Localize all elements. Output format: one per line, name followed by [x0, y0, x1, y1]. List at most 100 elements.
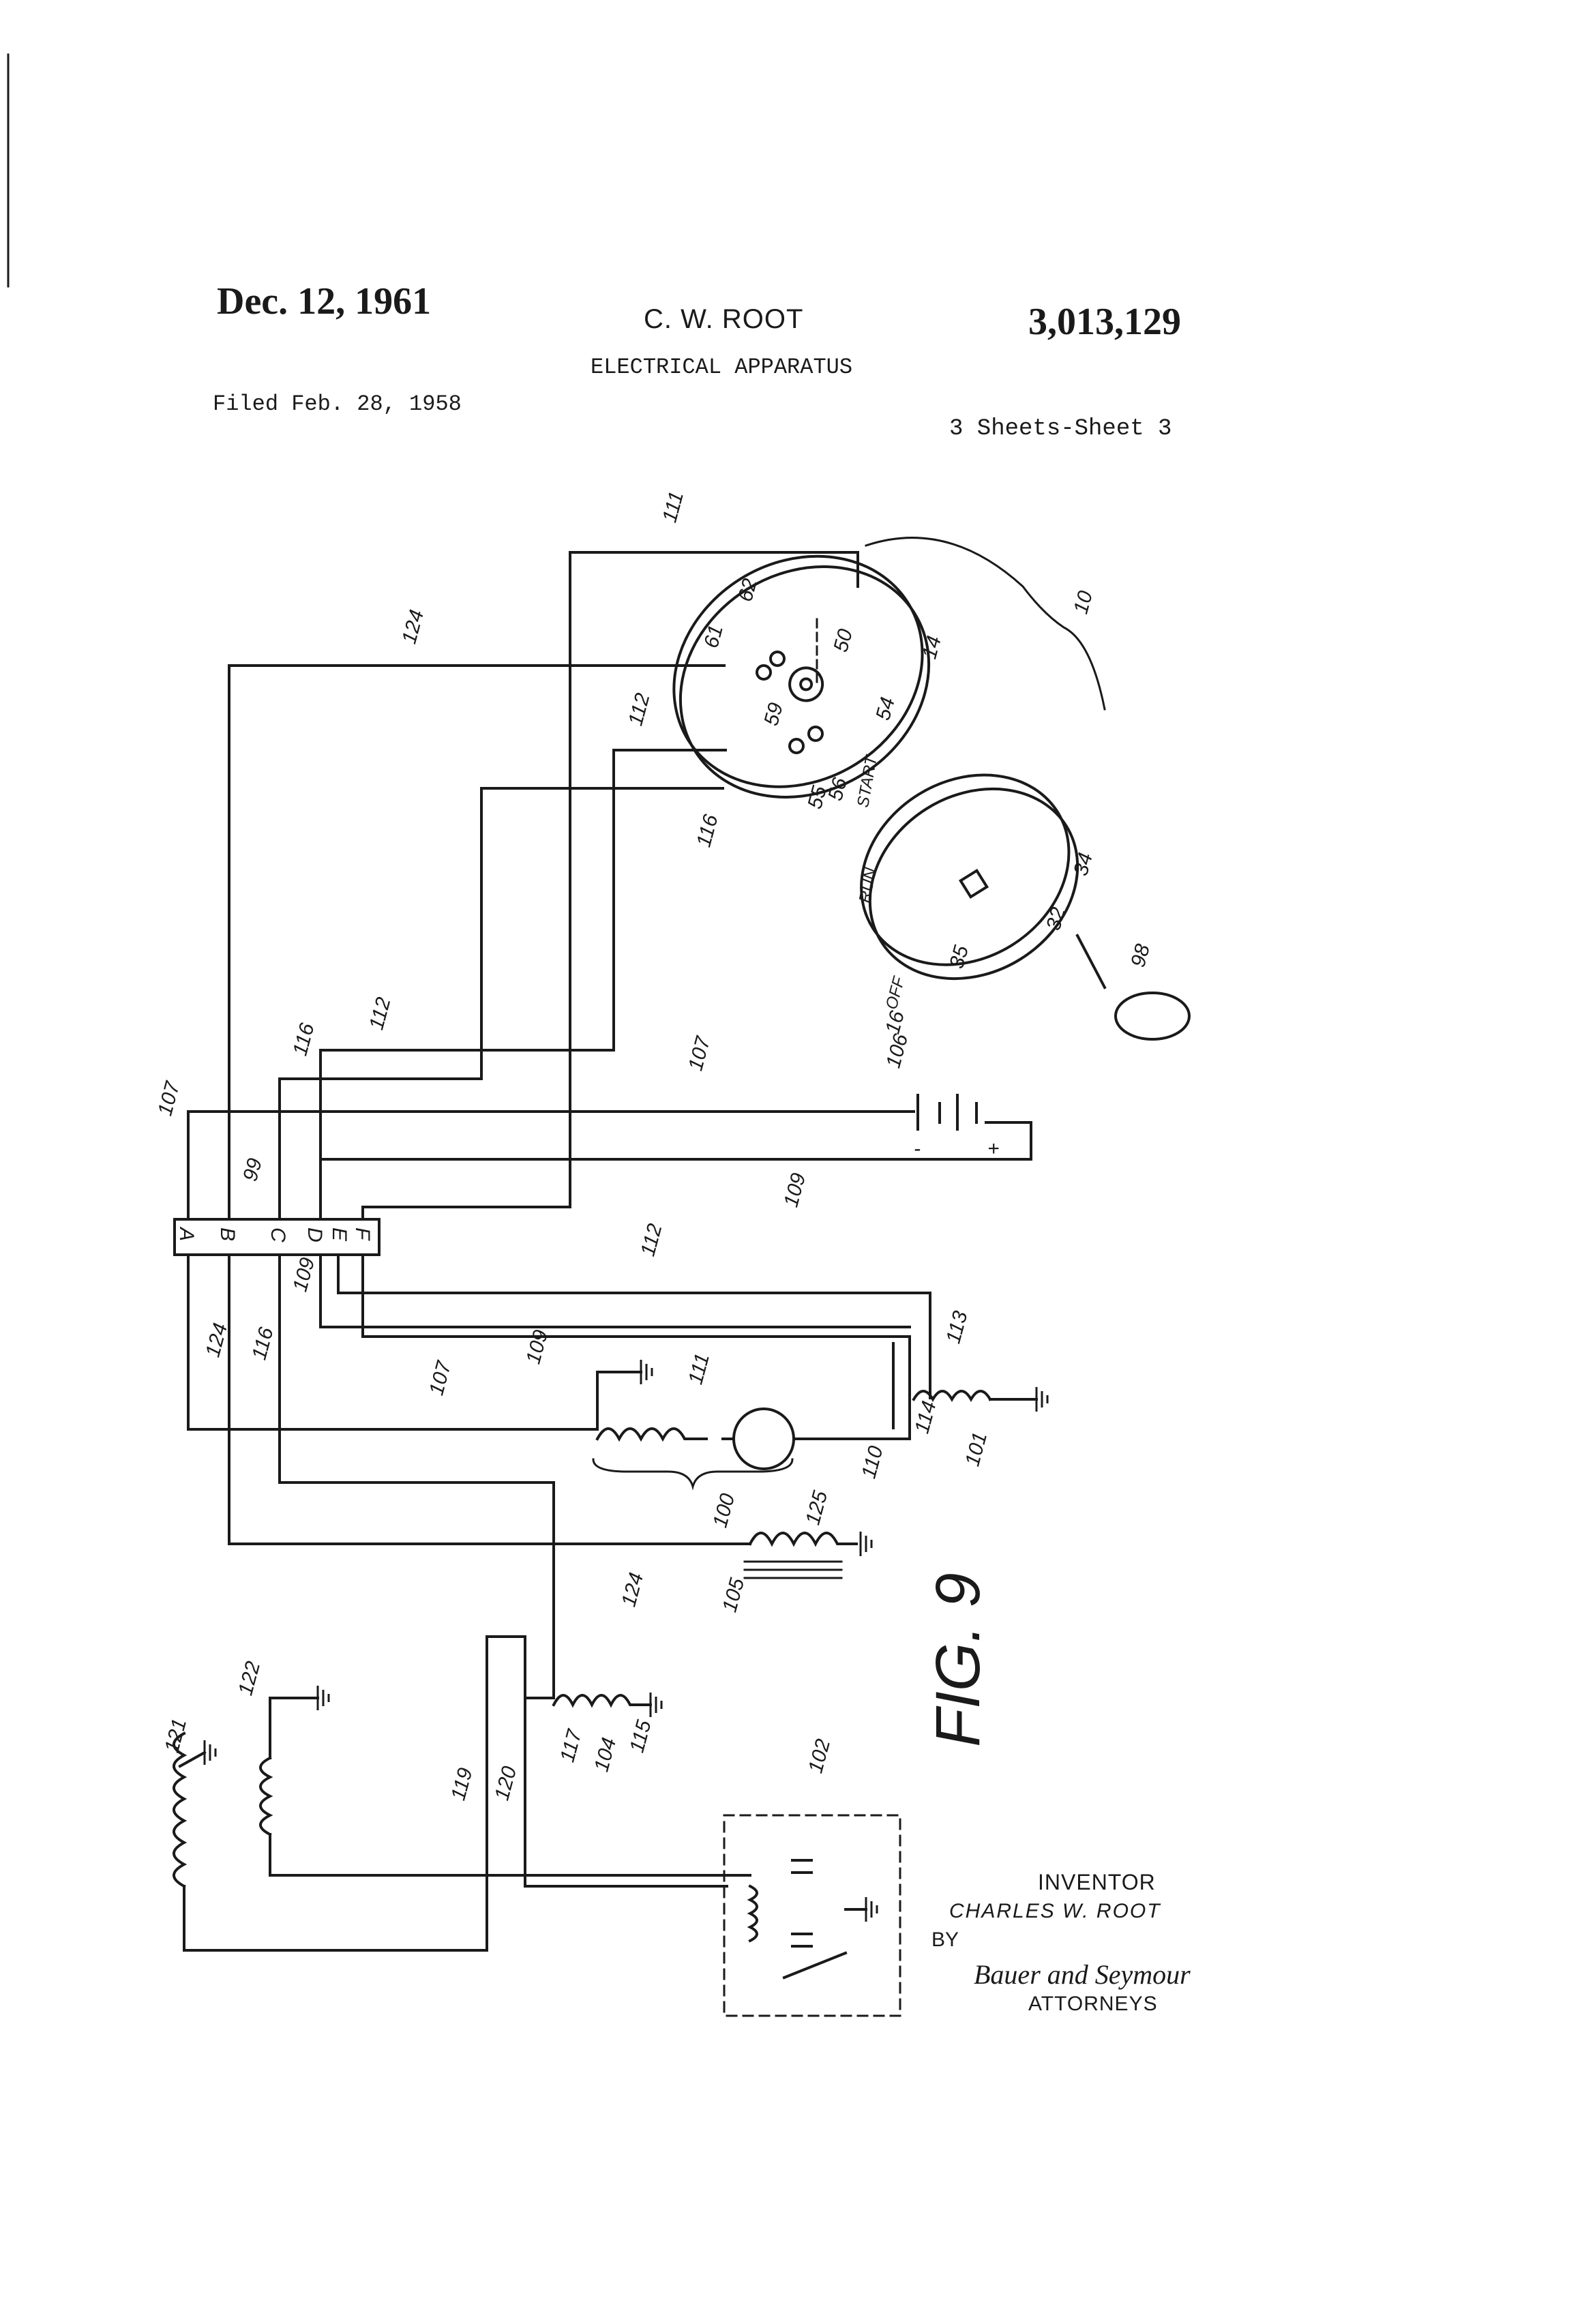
- ref-54: 54: [871, 695, 899, 723]
- motor-ground-lead: [597, 1372, 641, 1429]
- shaft-handle: [1116, 993, 1189, 1039]
- coil-121: [174, 1733, 184, 1886]
- terminal-letter-e: E: [328, 1227, 350, 1242]
- ref-106: 106: [882, 1032, 912, 1071]
- ref-116c: 116: [248, 1325, 278, 1362]
- coil-113: [914, 1391, 990, 1399]
- ref-111b: 111: [684, 1351, 714, 1387]
- motor-armature: [734, 1409, 794, 1469]
- terminal-letter-b: B: [216, 1227, 239, 1241]
- figure-label: FIG. 9: [923, 1573, 993, 1747]
- ref-101: 101: [961, 1430, 991, 1469]
- coil-122: [260, 1758, 270, 1834]
- switch-position-run: RUN: [856, 866, 880, 905]
- ref-124: 124: [398, 608, 428, 646]
- ref-121: 121: [160, 1716, 191, 1755]
- ref-104: 104: [590, 1735, 621, 1774]
- ref-112c: 112: [636, 1221, 666, 1259]
- attorney-signature: Bauer and Seymour: [974, 1958, 1191, 1991]
- ref-107: 107: [153, 1079, 184, 1118]
- attorneys-label: ATTORNEYS: [1028, 1993, 1158, 2016]
- ref-61: 61: [700, 623, 728, 651]
- ref-109b: 109: [288, 1255, 319, 1294]
- terminal-letter-f: F: [351, 1227, 374, 1241]
- ref-102: 102: [804, 1737, 835, 1776]
- wire-119: [184, 1637, 487, 1950]
- switch-position-start: START: [854, 753, 881, 809]
- ref-35: 35: [945, 943, 973, 971]
- wire-111-lower: [363, 1255, 910, 1337]
- ref-59: 59: [760, 700, 788, 728]
- ref-113: 113: [942, 1309, 972, 1346]
- shaft-98: [1077, 936, 1105, 987]
- battery-positive: +: [987, 1137, 1000, 1160]
- inventor-label: INVENTOR: [1038, 1870, 1156, 1895]
- relay-104-bar: [487, 1637, 525, 1713]
- ref-112: 112: [624, 691, 654, 728]
- ref-120: 120: [490, 1764, 521, 1803]
- ref-124c: 124: [617, 1570, 648, 1609]
- ref-116b: 116: [288, 1021, 318, 1058]
- relay-104-contact: [525, 1630, 554, 1698]
- contact-61: [771, 652, 784, 666]
- ref-34: 34: [1069, 850, 1097, 878]
- contact-56: [809, 727, 822, 741]
- wire-120: [525, 1713, 727, 1886]
- ref-107b: 107: [684, 1034, 715, 1073]
- terminal-letter-d: D: [303, 1227, 326, 1242]
- motor-field-coil: [597, 1429, 706, 1439]
- ref-50: 50: [829, 627, 857, 655]
- wire-111: [363, 552, 858, 1219]
- ground-symbol: [861, 1532, 871, 1556]
- ref-110: 110: [857, 1444, 887, 1481]
- ref-98: 98: [1126, 942, 1154, 970]
- brace-10: [866, 538, 1105, 709]
- ref-124b: 124: [201, 1321, 232, 1360]
- ref-114: 114: [910, 1399, 940, 1436]
- ref-111: 111: [658, 489, 688, 525]
- switch-blade: [784, 1953, 846, 1978]
- ref-115: 115: [625, 1718, 655, 1755]
- wire-116: [280, 788, 723, 1219]
- ref-125: 125: [801, 1489, 832, 1528]
- coil-115: [554, 1695, 651, 1705]
- wire-124-lower: [229, 1255, 750, 1544]
- ref-112b: 112: [365, 995, 395, 1032]
- ref-109c: 109: [522, 1328, 552, 1367]
- motor-brace: [593, 1459, 792, 1487]
- terminal-letter-c: C: [267, 1227, 289, 1242]
- capacitor-box-102: [724, 1815, 900, 2016]
- coil-125: [750, 1533, 856, 1544]
- ref-116: 116: [692, 812, 722, 850]
- wire-124: [229, 666, 724, 1219]
- ref-100: 100: [708, 1491, 739, 1530]
- wire-107: [188, 1112, 914, 1219]
- wire-109: [320, 1255, 910, 1327]
- ref-119: 119: [447, 1766, 477, 1803]
- ref-99: 99: [239, 1156, 267, 1184]
- ground-symbol: [866, 1897, 877, 1922]
- ground-symbol: [205, 1740, 215, 1765]
- ref-62: 62: [734, 576, 762, 604]
- coil-122-tap: [270, 1698, 318, 1758]
- ground-symbol: [641, 1360, 652, 1384]
- ref-109: 109: [779, 1171, 810, 1210]
- coil-102: [750, 1886, 757, 1941]
- ref-56: 56: [824, 775, 852, 803]
- switch-position-off: OFF: [882, 974, 909, 1012]
- wire-112: [320, 750, 726, 1219]
- contact-55: [790, 739, 803, 753]
- battery-negative: -: [914, 1137, 921, 1160]
- ref-117: 117: [556, 1727, 586, 1765]
- by-label: BY: [931, 1928, 959, 1952]
- ground-symbol: [1036, 1387, 1047, 1412]
- ref-16: 16: [881, 1009, 909, 1037]
- ref-10: 10: [1069, 589, 1097, 616]
- ref-122: 122: [234, 1659, 265, 1698]
- inventor-signature-name: CHARLES W. ROOT: [949, 1900, 1161, 1923]
- contact-59: [757, 666, 771, 679]
- ref-107c: 107: [425, 1358, 456, 1398]
- ref-14: 14: [918, 634, 946, 661]
- relay-101-contact: [832, 1337, 910, 1439]
